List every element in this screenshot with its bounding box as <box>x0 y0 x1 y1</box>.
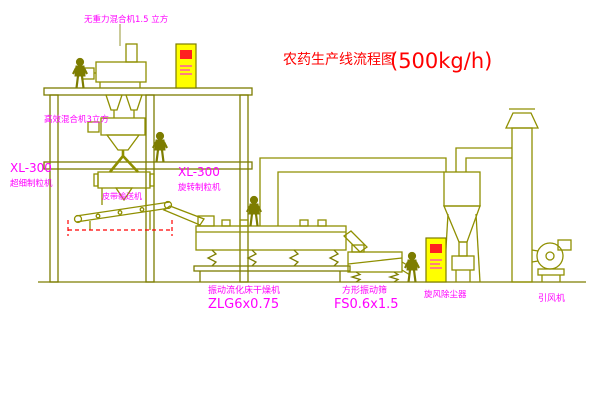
label-dryer-name: 振动流化床干燥机 <box>208 284 280 296</box>
exhaust-duct <box>259 157 447 226</box>
control-cabinet-2 <box>425 237 447 283</box>
cabinet-screen <box>430 244 442 253</box>
label-mid-mixer: 高效混合机3立方 <box>44 114 109 125</box>
gravity-free-mixer <box>81 24 147 118</box>
label-fan: 引风机 <box>538 292 565 304</box>
belt-conveyor <box>73 200 173 230</box>
label-sieve-name: 方形振动筛 <box>342 284 387 296</box>
spring <box>349 271 362 283</box>
pit-outline <box>67 220 173 236</box>
spring <box>288 249 300 267</box>
person-figure <box>403 251 421 284</box>
vibrating-sieve <box>342 230 413 283</box>
rotary-granulator <box>93 171 155 205</box>
bag-filter <box>125 43 138 63</box>
fluid-bed-dryer <box>193 215 351 282</box>
spring <box>387 271 400 283</box>
label-granulator-left-name: 超细制粒机 <box>10 178 53 189</box>
cabinet-screen <box>180 50 192 59</box>
label-sieve-model: FS0.6x1.5 <box>334 297 399 312</box>
person-figure <box>151 131 169 164</box>
label-cyclone: 旋风除尘器 <box>424 289 467 300</box>
diagram-title: 农药生产线流程图 <box>283 52 395 68</box>
label-granulator-left-model: XL-300 <box>10 161 52 175</box>
horizontal-mixer <box>87 117 146 173</box>
label-belt-conveyor: 皮带输送机 <box>102 191 142 201</box>
person-figure <box>245 195 263 228</box>
spring <box>246 249 258 267</box>
induced-draft-fan <box>531 239 572 282</box>
person-figure <box>71 57 89 90</box>
label-top-mixer: 无重力混合机1.5 立方 <box>84 14 168 25</box>
y-fork-pipe <box>108 150 139 173</box>
label-granulator-center-name: 旋转制粒机 <box>178 182 221 193</box>
spring <box>328 249 340 267</box>
label-granulator-center-model: XL-300 <box>178 165 220 179</box>
diagram-title-capacity: (500kg/h) <box>390 49 492 73</box>
cyclone-separator <box>443 147 512 283</box>
sieve-feed-chute <box>342 230 369 253</box>
exhaust-tower <box>504 108 540 283</box>
spring <box>206 249 218 267</box>
control-cabinet-1 <box>175 43 197 89</box>
transfer-chute <box>162 205 205 226</box>
label-dryer-model: ZLG6x0.75 <box>208 297 279 312</box>
cyclone-outlet-pipe <box>455 147 512 172</box>
fan-motor <box>557 239 572 251</box>
